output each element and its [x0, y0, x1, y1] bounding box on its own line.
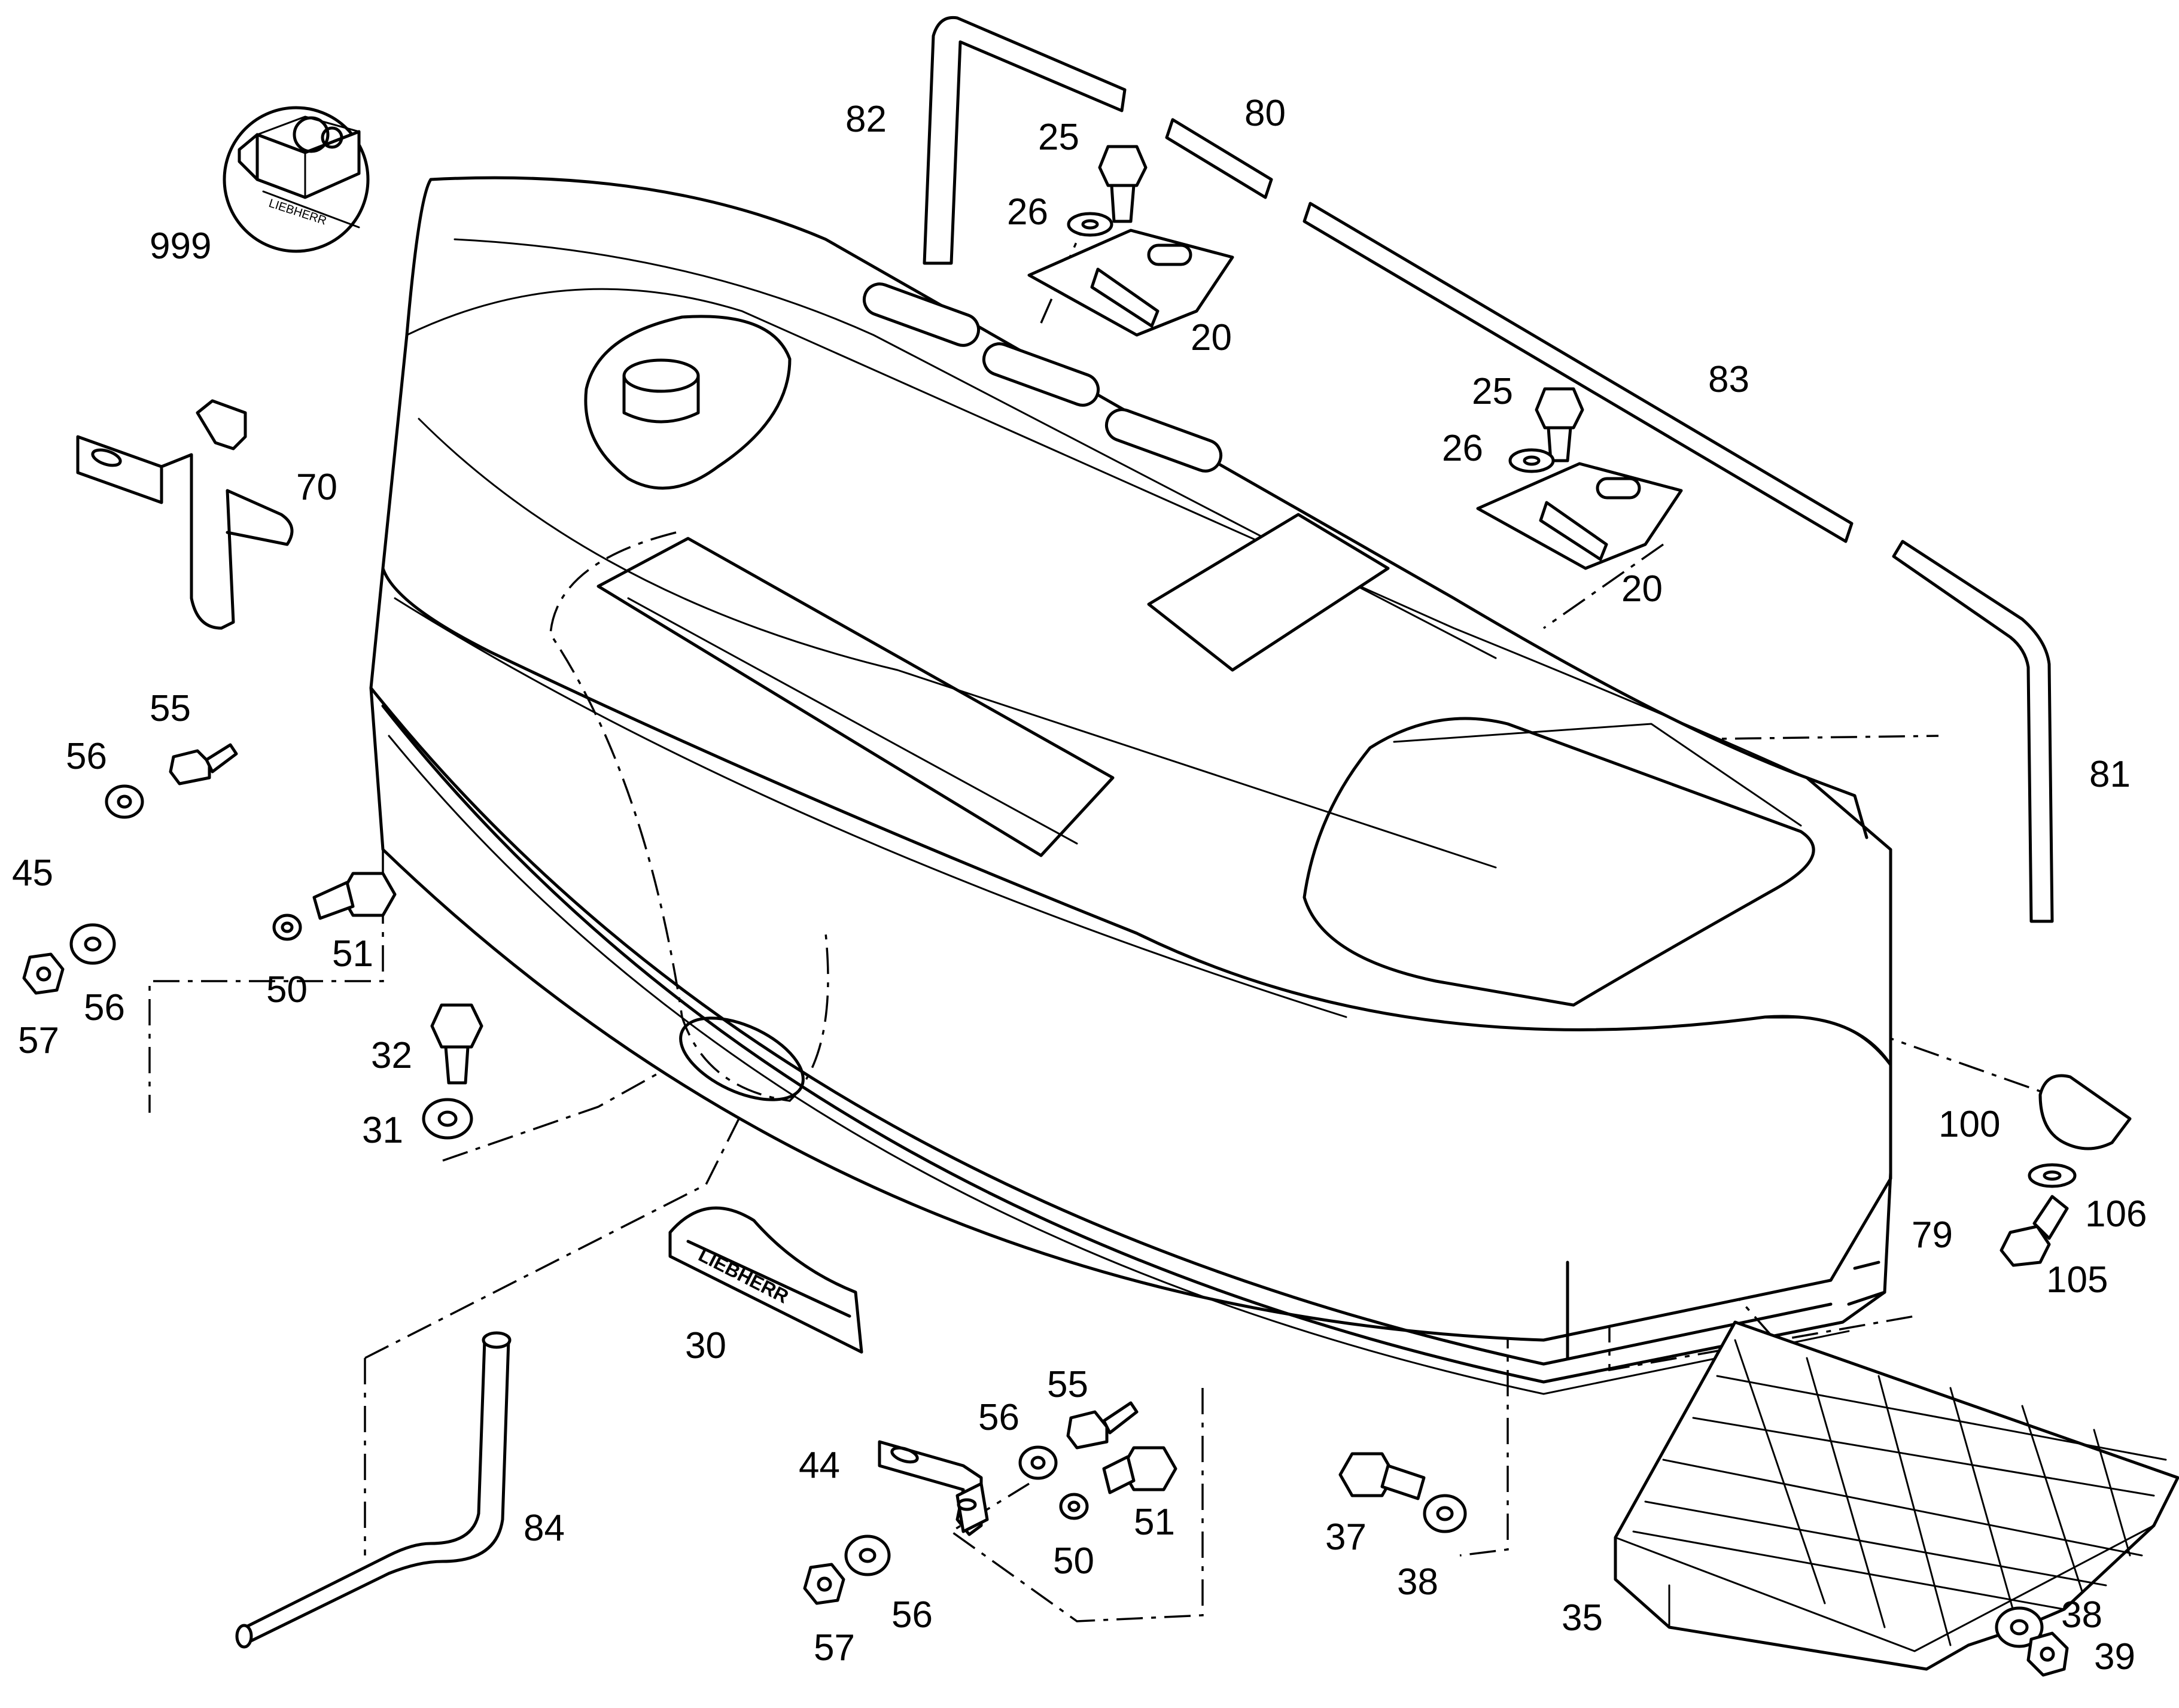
- label-38-mid: 38: [1397, 1561, 1438, 1603]
- bolt-25-upper: [1098, 145, 1148, 223]
- label-26-lower: 26: [1442, 428, 1483, 469]
- label-57-lower: 57: [814, 1627, 855, 1669]
- label-30: 30: [685, 1325, 726, 1366]
- washer-106: [2028, 1163, 2077, 1188]
- label-999: 999: [150, 226, 211, 267]
- bracket-44: [878, 1440, 989, 1536]
- washer-38-right: [1995, 1606, 2044, 1648]
- label-70: 70: [296, 467, 337, 508]
- emblem-30: LIEBHERR: [668, 1206, 863, 1354]
- label-82: 82: [845, 99, 887, 140]
- label-26-upper: 26: [1007, 191, 1048, 233]
- bracket-45: [76, 399, 294, 630]
- label-81: 81: [2089, 754, 2131, 795]
- label-50-left: 50: [266, 969, 308, 1010]
- label-25-upper: 25: [1038, 117, 1079, 158]
- nut-39: [2026, 1631, 2069, 1677]
- label-83: 83: [1708, 359, 1749, 400]
- cover-100: [2038, 1074, 2132, 1150]
- label-55-left: 55: [150, 688, 191, 729]
- label-55-lower: 55: [1047, 1364, 1088, 1405]
- label-25-lower: 25: [1472, 371, 1513, 412]
- hose-84: [235, 1331, 512, 1649]
- bolt-51-left: [312, 872, 397, 920]
- bolt-51-lower: [1102, 1446, 1177, 1494]
- washer-26-upper: [1067, 212, 1113, 237]
- label-31: 31: [362, 1110, 403, 1151]
- hinge-20-lower: [1476, 462, 1683, 570]
- hinge-20-upper: [1027, 229, 1234, 337]
- washer-26-lower: [1508, 448, 1555, 473]
- label-57-left: 57: [18, 1020, 59, 1061]
- seal-strip-81: [1892, 540, 2054, 923]
- bolt-25-lower: [1535, 387, 1584, 462]
- label-80: 80: [1244, 93, 1286, 134]
- washer-56-lower-b: [844, 1535, 891, 1576]
- bolt-105: [2000, 1195, 2069, 1267]
- bolt-32: [430, 1003, 483, 1085]
- washer-56-left-a: [105, 784, 144, 819]
- label-45: 45: [12, 853, 53, 894]
- label-56-left-b: 56: [84, 987, 125, 1028]
- washer-50-left: [272, 914, 302, 941]
- label-56-lower-b: 56: [891, 1594, 933, 1636]
- label-56-lower-a: 56: [978, 1397, 1019, 1438]
- label-32: 32: [371, 1035, 412, 1076]
- washer-56-lower-a: [1018, 1445, 1058, 1480]
- label-39: 39: [2094, 1636, 2135, 1677]
- seal-strip-83: [1302, 202, 1854, 543]
- seal-strip-82: [923, 16, 1127, 265]
- label-51-lower: 51: [1134, 1502, 1175, 1543]
- service-kit-999-icon: LIEBHERR: [223, 106, 370, 253]
- label-38-right: 38: [2061, 1594, 2102, 1636]
- label-20-lower: 20: [1621, 568, 1663, 610]
- bolt-55-left: [169, 743, 238, 786]
- label-100: 100: [1938, 1104, 2000, 1145]
- seal-strip-80: [1165, 118, 1273, 199]
- nut-57-lower: [803, 1563, 845, 1605]
- bolt-55-lower: [1066, 1401, 1139, 1450]
- label-37: 37: [1325, 1517, 1367, 1558]
- label-106: 106: [2085, 1194, 2147, 1235]
- label-56-left-a: 56: [66, 736, 107, 777]
- label-79: 79: [1912, 1214, 1953, 1256]
- label-105: 105: [2046, 1259, 2108, 1301]
- part-labels: 999 82 80 25 26 20 83 25 26 20 70 81 55 …: [12, 93, 2147, 1677]
- washer-38-mid: [1423, 1494, 1467, 1533]
- label-35: 35: [1562, 1597, 1603, 1639]
- label-84: 84: [524, 1508, 565, 1549]
- bolt-37: [1338, 1452, 1426, 1500]
- engine-hood-70: [369, 176, 1892, 1395]
- label-44: 44: [799, 1445, 840, 1486]
- edge-profile-79: [1847, 1171, 1892, 1306]
- washer-56-left-b: [69, 923, 116, 965]
- label-50-lower: 50: [1053, 1540, 1094, 1582]
- label-20-upper: 20: [1191, 317, 1232, 358]
- nut-57-left: [22, 952, 65, 995]
- washer-31: [422, 1098, 473, 1140]
- washer-50-lower: [1059, 1493, 1089, 1520]
- label-51-left: 51: [332, 933, 373, 975]
